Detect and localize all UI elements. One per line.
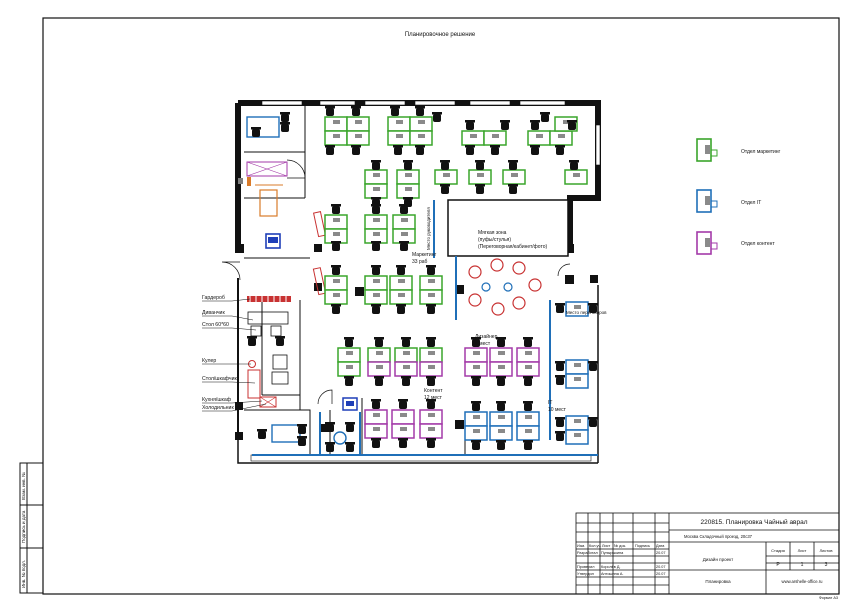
tb-col-list: Лист bbox=[602, 544, 611, 548]
side-stamp-box: Взам. инв. № Подпись и дата Инв. № подл. bbox=[19, 462, 44, 594]
title-block bbox=[575, 512, 840, 595]
tb-role-developer: Разработал bbox=[577, 551, 598, 555]
legend-label-marketing: Отдел маркетинг bbox=[741, 149, 781, 155]
tb-name-developer: Пупырыкина bbox=[601, 551, 624, 555]
callout-table: Стол 60*60 bbox=[202, 322, 229, 328]
tb-sheet-value: 1 bbox=[801, 562, 804, 568]
design-room-count: 4 мест bbox=[475, 341, 491, 347]
design-room-label: Дизайнер bbox=[475, 333, 498, 340]
it-room-count: 10 мест bbox=[548, 407, 567, 413]
callout-kitchen: Кухня/шкаф bbox=[202, 397, 232, 403]
stamp-signature: Подпись и дата bbox=[21, 510, 26, 543]
meeting-room-line-1: Мягкая зона bbox=[478, 230, 507, 236]
callouts: Гардероб Диванчик Стол 60*60 Кулер Стол/… bbox=[202, 295, 267, 412]
tb-name-approver: Антошина А. bbox=[601, 572, 623, 576]
callout-cooler: Кулер bbox=[202, 358, 216, 364]
stamp-replace: Взам. инв. № bbox=[21, 472, 26, 500]
callout-cabinet: Стол/шкафчик bbox=[202, 376, 237, 382]
tb-date-approver: 20.07 bbox=[656, 572, 666, 576]
tb-project-code: 220815. Планировка Чайный аврал bbox=[700, 518, 807, 526]
marketing-room-count: 33 раб bbox=[412, 259, 428, 265]
tb-date-developer: 20.07 bbox=[656, 551, 666, 555]
callout-sofa: Диванчик bbox=[202, 310, 225, 316]
legend-label-it: Отдел IT bbox=[741, 200, 761, 206]
title-block-text: Изм. Кол.уч. Лист № док. Подпись Дата Ра… bbox=[577, 518, 838, 600]
tb-col-date: Дата bbox=[656, 544, 665, 548]
floor-plan: Мягкая зона (пуфы/стулья) (Переговорная/… bbox=[202, 100, 607, 464]
cabinet-room-label: Место руководителя bbox=[426, 207, 431, 250]
tb-role-approver: Утвердил bbox=[577, 572, 594, 576]
room-labels: Мягкая зона (пуфы/стулья) (Переговорная/… bbox=[412, 207, 607, 413]
stamp-inventory: Инв. № подл. bbox=[21, 560, 26, 588]
tb-sheets-header: Листов bbox=[820, 548, 833, 553]
tb-sheets-value: 3 bbox=[825, 562, 828, 568]
tb-sheet-header: Лист bbox=[798, 548, 807, 553]
tb-stage-value: Р bbox=[776, 562, 780, 568]
tb-role-checker: Проверил bbox=[577, 565, 595, 569]
tb-col-izm: Изм. bbox=[577, 544, 585, 548]
format-label: Формат А3 bbox=[819, 596, 838, 600]
tb-col-kol: Кол.уч. bbox=[589, 544, 601, 548]
tb-address: Москва Складочный проезд, 20с37 bbox=[684, 534, 753, 539]
tb-stage-title: Дизайн проект bbox=[703, 556, 733, 562]
meeting-room-line-3: (Переговорная/кабинет/фото) bbox=[478, 244, 547, 250]
tb-col-sign: Подпись bbox=[635, 544, 650, 548]
callout-wardrobe: Гардероб bbox=[202, 295, 225, 301]
meeting-room-line-2: (пуфы/стулья) bbox=[478, 237, 511, 243]
legend-item-it: Отдел IT bbox=[696, 189, 761, 213]
legend-label-content: Отдел контент bbox=[741, 241, 775, 247]
marketing-room-label: Маркетинг bbox=[412, 252, 436, 258]
tb-stage-header: Стадия bbox=[771, 548, 785, 553]
tb-company: www.arshelle-office.ru bbox=[782, 579, 824, 584]
legend: Отдел маркетинг Отдел IT Отдел контент bbox=[696, 138, 781, 255]
sheet-outer-frame bbox=[42, 17, 840, 595]
legend-item-content: Отдел контент bbox=[696, 231, 775, 255]
tb-date-checker: 20.07 bbox=[656, 565, 666, 569]
content-room-count: 12 мест bbox=[424, 395, 443, 401]
sheet-title: Планировочное решение bbox=[405, 32, 476, 38]
legend-item-marketing: Отдел маркетинг bbox=[696, 138, 781, 162]
callout-fridge: Холодильник bbox=[202, 405, 234, 411]
tb-name-checker: Королёв Д. bbox=[601, 565, 621, 569]
it-meeting-label: Место переговоров bbox=[566, 310, 607, 315]
tb-col-doc: № док. bbox=[614, 544, 626, 548]
tb-drawing-name: Планировка bbox=[705, 579, 731, 584]
content-desks bbox=[364, 347, 540, 439]
content-room-label: Контент bbox=[424, 388, 443, 394]
it-room-label: IT bbox=[548, 400, 552, 406]
